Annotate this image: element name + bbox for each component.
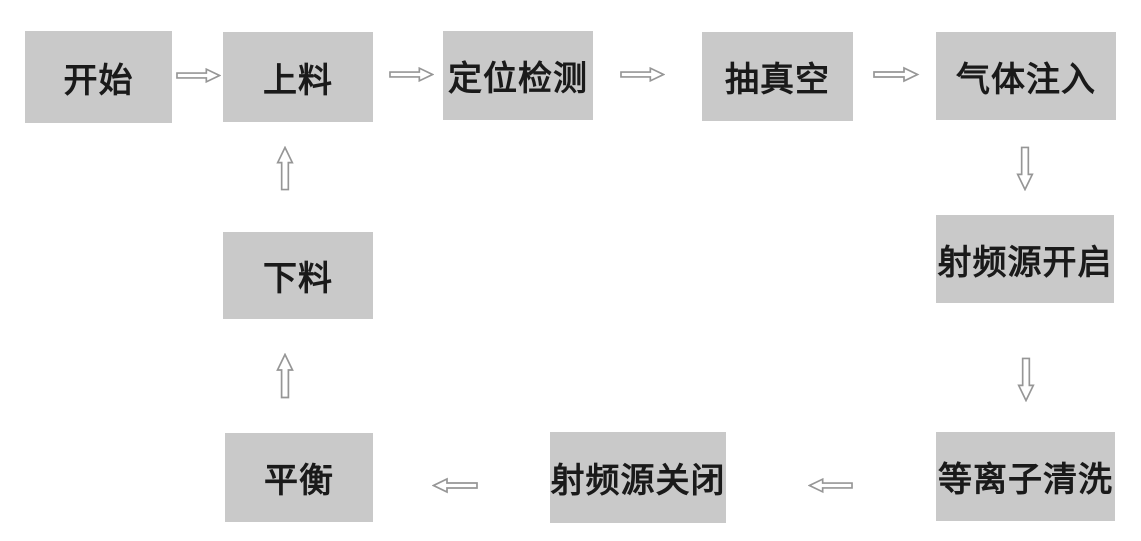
node-unloading: 下料 <box>223 232 373 319</box>
node-position-detection: 定位检测 <box>443 31 593 120</box>
node-gas-injection: 气体注入 <box>936 32 1116 120</box>
node-start: 开始 <box>25 31 172 123</box>
up-arrow-icon <box>276 145 294 191</box>
node-vacuum: 抽真空 <box>702 32 853 121</box>
arrow-detect-to-vacuum <box>620 66 666 83</box>
up-arrow-icon <box>276 352 294 399</box>
down-arrow-icon <box>1017 357 1035 403</box>
node-balance: 平衡 <box>225 433 373 522</box>
left-arrow-icon <box>807 477 853 494</box>
arrow-plasma-to-rfoff <box>807 477 853 494</box>
right-arrow-icon <box>389 66 435 83</box>
arrow-balance-to-unload <box>276 352 294 399</box>
node-loading: 上料 <box>223 32 373 122</box>
down-arrow-icon <box>1016 146 1034 192</box>
arrow-rfoff-to-balance <box>431 477 478 494</box>
node-rf-source-on: 射频源开启 <box>936 215 1114 303</box>
right-arrow-icon <box>620 66 666 83</box>
left-arrow-icon <box>431 477 478 494</box>
node-plasma-cleaning: 等离子清洗 <box>936 432 1115 521</box>
right-arrow-icon <box>873 66 920 83</box>
arrow-unload-to-load <box>276 145 294 191</box>
arrow-rfon-to-plasma <box>1017 357 1035 403</box>
arrow-start-to-load <box>176 67 222 84</box>
right-arrow-icon <box>176 67 222 84</box>
arrow-vacuum-to-gas <box>872 66 920 83</box>
node-rf-source-off: 射频源关闭 <box>550 432 726 523</box>
arrow-gas-to-rfon <box>1016 146 1034 192</box>
arrow-load-to-detect <box>389 66 435 83</box>
